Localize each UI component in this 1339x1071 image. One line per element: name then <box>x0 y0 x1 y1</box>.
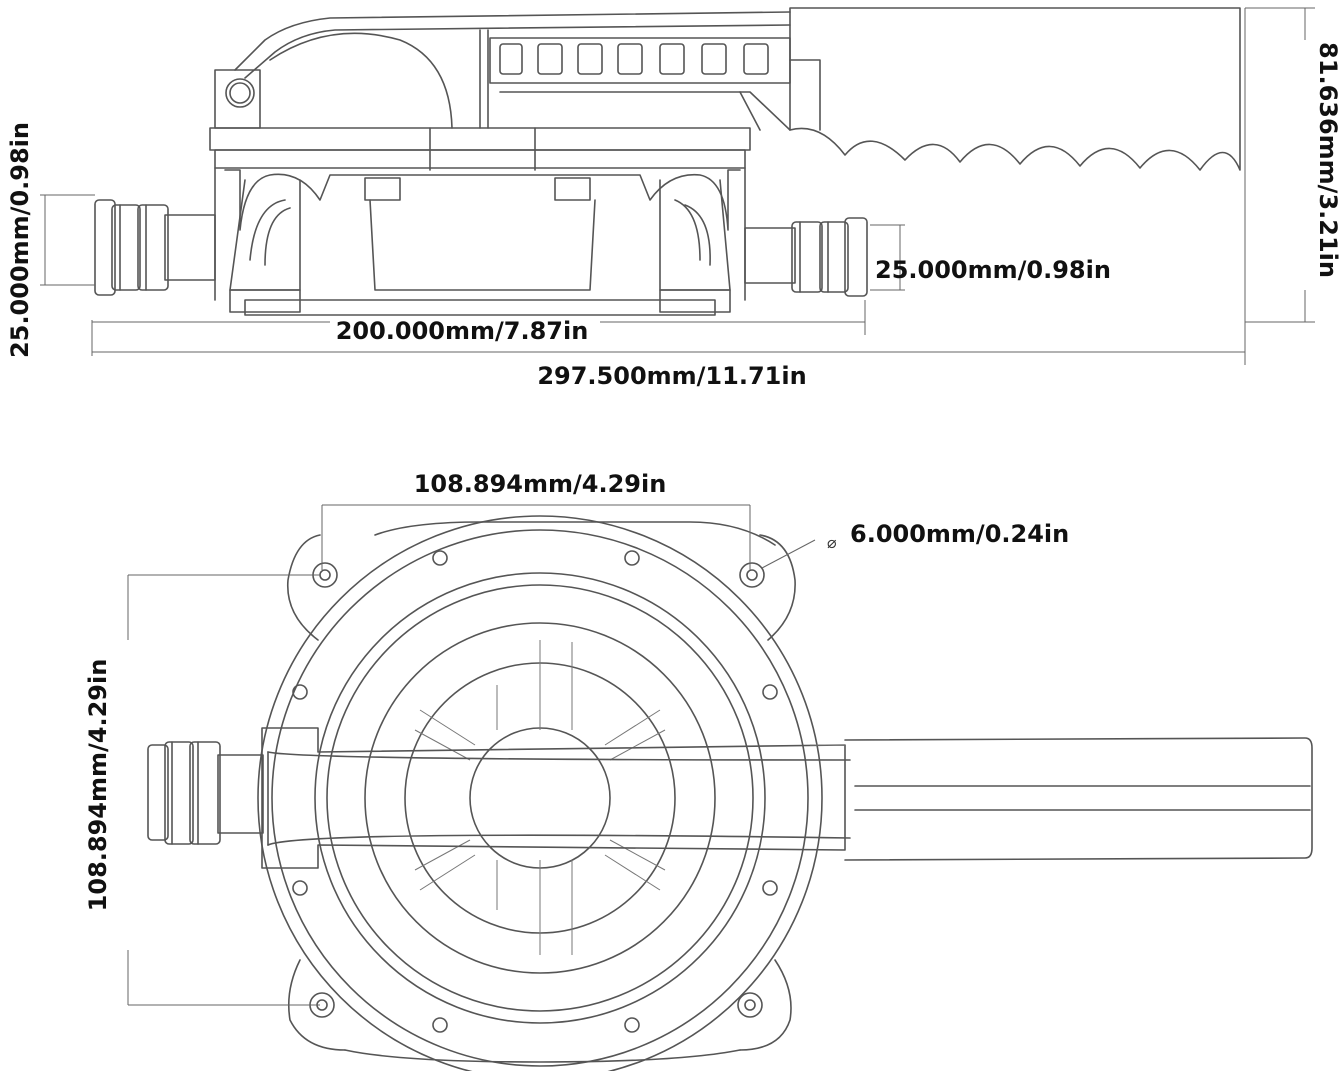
side-left-port-label: 25.000mm/0.98in <box>6 122 34 358</box>
side-handle <box>214 7 1241 171</box>
side-left-port <box>94 199 216 296</box>
side-right-port-label: 25.000mm/0.98in <box>875 256 1111 284</box>
side-port-spacing-label: 200.000mm/7.87in <box>336 317 589 345</box>
top-hole-spacing-vertical-label: 108.894mm/4.29in <box>84 659 112 912</box>
top-base <box>257 515 823 1071</box>
top-hole-diameter-label: 6.000mm/0.24in <box>850 520 1069 548</box>
top-left-port <box>147 741 264 845</box>
top-mounting-holes <box>309 562 765 1018</box>
side-view: 25.000mm/0.98in 25.000mm/0.98in 200.000m… <box>6 7 1339 390</box>
side-right-port <box>744 217 868 297</box>
side-overall-height-label: 81.636mm/3.21in <box>1314 42 1339 278</box>
side-overall-length-label: 297.500mm/11.71in <box>537 362 806 390</box>
top-dimensions <box>127 504 816 1006</box>
top-spokes <box>414 640 666 955</box>
top-hole-spacing-horizontal-label: 108.894mm/4.29in <box>414 470 667 498</box>
side-dimensions <box>40 7 1315 365</box>
diameter-symbol-icon: ⌀ <box>827 533 837 552</box>
top-bolts <box>292 550 778 1033</box>
top-view: 108.894mm/4.29in 108.894mm/4.29in ⌀ 6.00… <box>84 470 1313 1071</box>
top-handle <box>261 727 1313 869</box>
side-body <box>209 127 751 316</box>
